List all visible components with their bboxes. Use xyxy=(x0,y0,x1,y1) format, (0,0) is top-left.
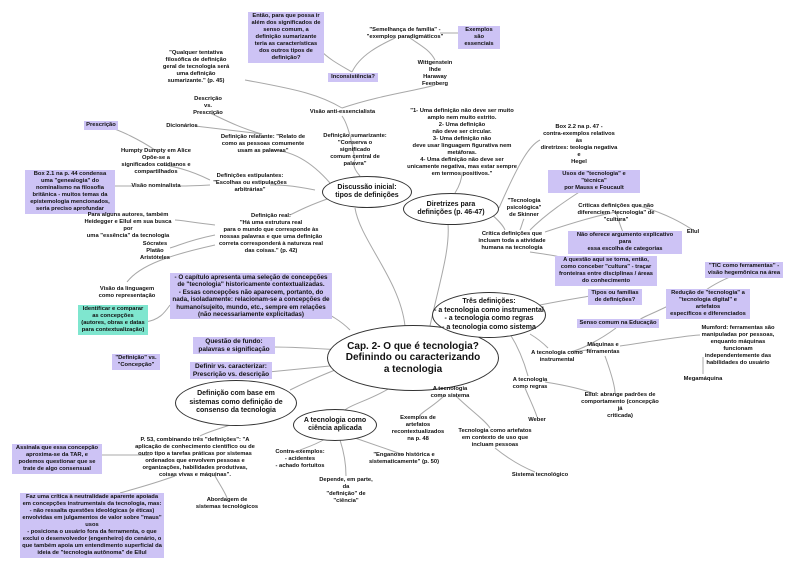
topic-tres-definicoes[interactable]: Três definições: - a tecnologia como ins… xyxy=(432,292,546,338)
note-definicao-concepcao[interactable]: "Definição" vs. "Concepção" xyxy=(112,354,160,370)
note-questao-fundo[interactable]: Questão de fundo: palavras e significaçã… xyxy=(193,337,275,354)
node-abordagem[interactable]: Abordagem de sistemas tecnológicos xyxy=(195,497,259,510)
note-capitulo[interactable]: - O capítulo apresenta uma seleção de co… xyxy=(170,273,332,320)
topic-diretrizes[interactable]: Diretrizes para definições (p. 46-47) xyxy=(403,193,499,225)
note-questao-cultura[interactable]: A questão aqui se torna, então, como con… xyxy=(555,256,657,286)
topic-definicao-sistemas[interactable]: Definição com base em sistemas como defi… xyxy=(175,380,297,426)
note-inconsistencia[interactable]: Inconsistência? xyxy=(328,73,378,82)
note-nao-oferece[interactable]: Não oferece argumento explicativo para e… xyxy=(568,231,682,254)
node-ellul-padroes[interactable]: Ellul: abrange padrões de comportamento … xyxy=(581,392,659,419)
node-regras[interactable]: A tecnologia como regras xyxy=(512,377,548,390)
node-box22[interactable]: Box 2.2 na p. 47 - contra-exemplos relat… xyxy=(540,124,618,165)
node-heidegger[interactable]: Para alguns autores, também Heidegger e … xyxy=(84,212,172,239)
node-artefatos-contexto[interactable]: Tecnologia como artefatos em contexto de… xyxy=(458,428,532,448)
node-sistema-tecnologico[interactable]: Sistema tecnológico xyxy=(511,472,569,478)
node-p53[interactable]: P. 53, combinando três "definições": "A … xyxy=(135,437,255,478)
node-critica-atividade[interactable]: Crítica definições que incluam toda a at… xyxy=(478,231,546,251)
node-ellul[interactable]: Ellul xyxy=(686,229,700,235)
node-estipulantes[interactable]: Definições estipulantes: "Escolhas ou es… xyxy=(213,173,287,193)
node-exemplos-artefatos[interactable]: Exemplos de artefatos recontextualizados… xyxy=(391,415,445,442)
node-nominalista[interactable]: Visão nominalista xyxy=(131,183,181,189)
node-mumford[interactable]: Mumford: ferramentas são manipuladas por… xyxy=(701,325,775,366)
note-exemplos-essenciais[interactable]: Exemplos são essenciais xyxy=(458,26,500,49)
node-linguagem[interactable]: Visão da linguagem como representação xyxy=(98,286,156,299)
node-relatante[interactable]: Definição relatante: "Relato de como as … xyxy=(220,134,306,154)
node-autores-anti[interactable]: Wittgenstein Ihde Haraway Feenberg xyxy=(417,60,453,87)
node-megamaquina[interactable]: Megamáquina xyxy=(683,376,723,382)
node-sistema[interactable]: A tecnologia como sistema xyxy=(430,386,470,399)
node-enganoso[interactable]: "Enganoso histórica e sistematicamente" … xyxy=(368,452,440,465)
note-senso-comum[interactable]: Senso comum na Educação xyxy=(577,319,659,328)
node-instrumental[interactable]: A tecnologia como instrumental xyxy=(531,350,583,363)
node-descricao[interactable]: Descrição vs. Prescrição xyxy=(193,96,223,116)
topic-discussao-inicial[interactable]: Discussão inicial: tipos de definições xyxy=(322,176,412,208)
note-definir[interactable]: Definir vs. caracterizar: Prescrição vs.… xyxy=(190,362,272,379)
node-depende[interactable]: Depende, em parte, da "definição" de "ci… xyxy=(319,477,373,504)
node-criticas-cultura[interactable]: Críticas definições que não diferenciem … xyxy=(577,203,655,223)
node-contra-exemplos[interactable]: Contra-exemplos: - acidentes - achado fo… xyxy=(275,449,325,469)
node-humpty[interactable]: Humpty Dumpty em Alice Opõe-se a signifi… xyxy=(120,148,191,175)
node-definicao-real[interactable]: Definição real: "Há uma estrutura real p… xyxy=(218,213,324,254)
note-tipos[interactable]: Tipos ou famílias de definições? xyxy=(588,289,642,305)
note-identificar[interactable]: Identificar e comparar as concepções (au… xyxy=(78,305,148,335)
node-skinner[interactable]: "Tecnologia psicológica" de Skinner xyxy=(506,198,542,218)
note-prescricao[interactable]: Prescrição xyxy=(84,121,118,130)
note-usos[interactable]: Usos de "tecnologia" e "técnica" por Mau… xyxy=(548,170,640,193)
note-entao[interactable]: Então, para que possa ir além dos signif… xyxy=(248,12,324,63)
note-tic[interactable]: "TIC como ferramentas" - visão hegemônic… xyxy=(705,262,783,278)
node-qualquer[interactable]: "Qualquer tentativa filosófica de defini… xyxy=(162,50,230,84)
node-anti-essencialista[interactable]: Visão anti-essencialista xyxy=(309,109,376,115)
note-faz-critica[interactable]: Faz uma crítica à neutralidade aparente … xyxy=(20,493,164,558)
node-dicionarios[interactable]: Dicionários xyxy=(166,123,198,129)
node-maquinas[interactable]: Máquinas e ferramentas xyxy=(586,342,620,355)
node-weber[interactable]: Weber xyxy=(528,417,546,423)
note-box21[interactable]: Box 2.1 na p. 44 condensa uma "genealogi… xyxy=(25,170,115,214)
topic-ciencia-aplicada[interactable]: A tecnologia como ciência aplicada xyxy=(293,409,377,441)
note-reducao[interactable]: Redução de "tecnologia" a "tecnologia di… xyxy=(666,289,750,319)
node-regras-definicao[interactable]: "1- Uma definição não deve ser muito amp… xyxy=(407,108,517,177)
node-socrates[interactable]: Sócrates Platão Aristóteles xyxy=(140,241,170,261)
node-semelhanca[interactable]: "Semelhança de família" - "exemplos para… xyxy=(366,27,444,40)
note-assinala[interactable]: Assinala que essa concepção aproxima-se … xyxy=(12,444,102,474)
node-sumarizante[interactable]: Definição sumarizante: "Conserva o signi… xyxy=(323,133,387,167)
